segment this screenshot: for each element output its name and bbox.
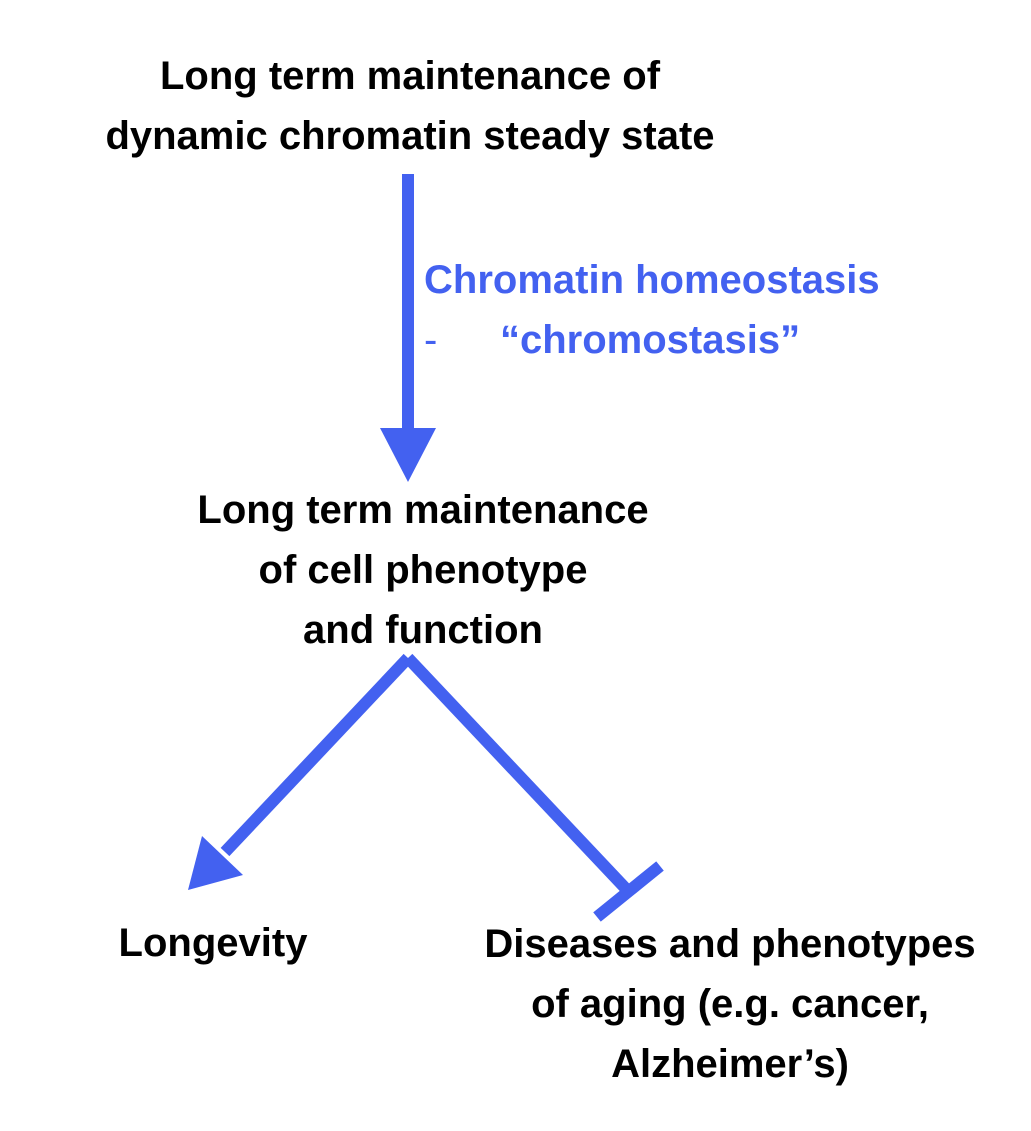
inhibit-middle-to-diseases-shaft — [403, 653, 633, 896]
node-cell-phenotype-line-2: of cell phenotype — [258, 548, 588, 592]
arrow-top-to-middle — [380, 174, 436, 482]
node-cell-phenotype: Long term maintenance of cell phenotype … — [130, 480, 716, 660]
arrow-middle-to-longevity-shaft — [220, 653, 413, 857]
arrow-top-to-middle-head — [380, 428, 436, 482]
node-longevity: Longevity — [96, 913, 330, 973]
arrow-middle-to-longevity — [188, 653, 413, 890]
node-diseases-of-aging-line-3: Alzheimer’s) — [611, 1042, 849, 1086]
node-chromatin-steady-state-line-1: Long term maintenance of — [159, 54, 661, 98]
node-cell-phenotype-line-1: Long term maintenance — [197, 488, 649, 532]
node-longevity-label: Longevity — [118, 921, 308, 965]
mechanism-label-line-2-row: - “chromostasis” — [424, 310, 880, 370]
node-diseases-of-aging-line-2: of aging (e.g. cancer, — [531, 982, 929, 1026]
arrow-middle-to-longevity-head — [188, 836, 243, 890]
node-chromatin-steady-state-line-2: dynamic chromatin steady state — [105, 114, 715, 158]
node-cell-phenotype-line-3: and function — [303, 608, 543, 652]
mechanism-label: Chromatin homeostasis - “chromostasis” — [424, 250, 880, 370]
node-diseases-of-aging: Diseases and phenotypes of aging (e.g. c… — [455, 914, 1005, 1094]
node-diseases-of-aging-line-1: Diseases and phenotypes — [484, 922, 976, 966]
node-chromatin-steady-state: Long term maintenance of dynamic chromat… — [30, 46, 790, 166]
inhibit-middle-to-diseases — [403, 653, 664, 922]
inhibit-middle-to-diseases-bar — [593, 861, 664, 922]
mechanism-label-line-1: Chromatin homeostasis — [424, 258, 880, 302]
mechanism-label-line-2: “chromostasis” — [500, 318, 801, 362]
mechanism-bullet: - — [424, 318, 438, 362]
